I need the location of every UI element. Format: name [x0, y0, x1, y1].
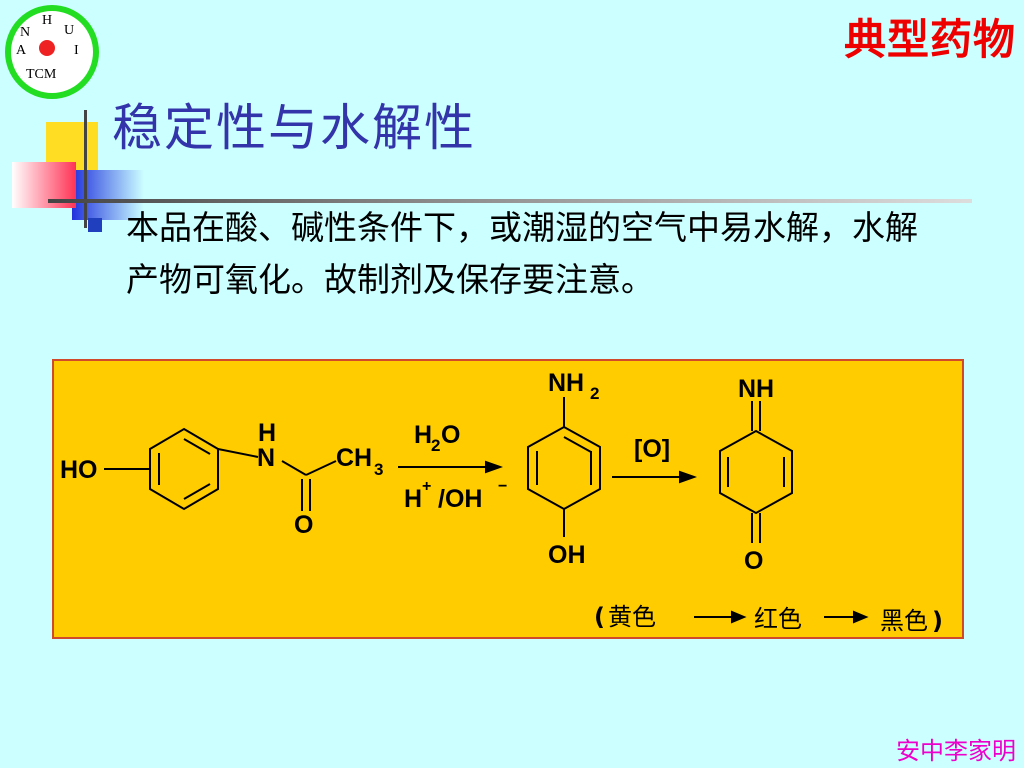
reactant-ho-label: HO — [60, 456, 98, 484]
logo-dot — [39, 40, 55, 56]
acid-h-label: H — [404, 485, 422, 513]
base-minus-sign: − — [498, 478, 507, 495]
reactant-ch-sub: 3 — [374, 460, 383, 479]
reactant-ring-n-bond — [217, 448, 259, 458]
reactant-nh-h-label: H — [258, 419, 276, 447]
intermediate-oh-label: OH — [548, 541, 586, 569]
logo-letter-u: U — [64, 23, 74, 38]
color-red-label: 红色 — [754, 605, 802, 633]
bullet-marker — [88, 218, 102, 232]
reaction-scheme: HO H N O CH 3 H 2 O H + /OH − NH 2 OH [O… — [60, 369, 943, 635]
water-o-label: O — [441, 421, 460, 449]
acid-plus-sign: + — [422, 478, 431, 495]
base-oh-label: /OH — [438, 485, 482, 513]
logo-letter-tcm: TCM — [26, 67, 57, 82]
author-name: 安中李家明 — [896, 737, 1016, 765]
colors-open-paren: ( — [594, 603, 605, 631]
color-black-label: 黑色 — [880, 607, 928, 635]
title-horizontal-rule — [48, 199, 972, 203]
title-vertical-rule — [84, 110, 87, 228]
quinone-imine-ring — [719, 429, 793, 515]
oxidant-label: [O] — [634, 435, 670, 463]
bullet-text: 本品在酸、碱性条件下，或潮湿的空气中易水解，水解产物可氧化。故制剂及保存要注意。 — [126, 208, 918, 299]
colors-close-paren: ) — [932, 607, 943, 635]
water-sub: 2 — [431, 436, 440, 455]
product-o-label: O — [744, 547, 763, 575]
reactant-carbonyl-o-label: O — [294, 511, 313, 539]
aminophenol-ring — [527, 425, 601, 511]
color-yellow-label: 黄色 — [608, 603, 656, 631]
logo-letter-i: I — [74, 43, 79, 58]
reactant-n-label: N — [257, 444, 275, 472]
logo-letter-n: N — [20, 25, 30, 40]
logo-letter-a: A — [16, 43, 27, 58]
reaction-scheme-box: HO H N O CH 3 H 2 O H + /OH − NH 2 OH [O… — [52, 359, 964, 639]
water-h-label: H — [414, 421, 432, 449]
reactant-benzene-ring — [149, 427, 219, 511]
institution-logo: N H U A I TCM — [5, 5, 99, 99]
product-nh-label: NH — [738, 375, 774, 403]
logo-letter-h: H — [42, 13, 52, 28]
intermediate-nh-sub: 2 — [590, 384, 599, 403]
corner-title: 典型药物 — [843, 15, 1016, 64]
intermediate-nh-label: NH — [548, 369, 584, 397]
reactant-ch-label: CH — [336, 444, 372, 472]
slide-title: 稳定性与水解性 — [112, 99, 476, 157]
